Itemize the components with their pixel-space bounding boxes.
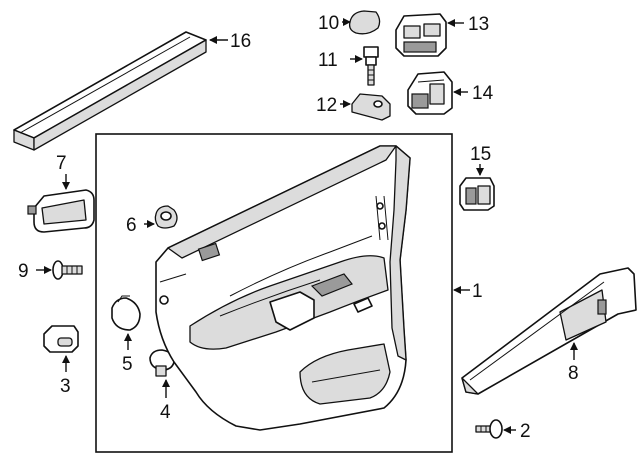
part-3-clip: [43, 325, 79, 372]
callout-2: 2: [520, 421, 531, 442]
part-5-cover: [111, 295, 141, 350]
callout-12: 12: [316, 95, 337, 116]
callout-16: 16: [230, 31, 251, 52]
callout-13: 13: [468, 14, 489, 35]
part-15-switch: [459, 164, 495, 211]
callout-8: 8: [568, 363, 579, 384]
part-1-door-trim-panel: [95, 133, 470, 453]
part-9-screw: [36, 260, 83, 280]
assembly-frame: [95, 133, 453, 453]
part-11-bolt: [350, 46, 379, 86]
callout-10: 10: [318, 13, 339, 34]
callout-11: 11: [318, 50, 338, 71]
part-7-handle-bezel: [27, 174, 95, 233]
callout-5: 5: [122, 354, 133, 375]
callout-15: 15: [470, 144, 491, 165]
callout-4: 4: [160, 402, 171, 423]
callout-1: 1: [472, 281, 483, 302]
part-8-trim-molding: [461, 267, 637, 395]
part-10-cap: [342, 10, 381, 35]
part-14-power-switch: [407, 71, 468, 115]
part-16-belt-molding: [13, 31, 228, 151]
callout-9: 9: [18, 261, 29, 282]
callout-6: 6: [126, 215, 137, 236]
callout-3: 3: [60, 376, 71, 397]
part-12-clip: [340, 93, 391, 121]
part-6-plug: [144, 205, 178, 229]
part-13-window-switch: [395, 13, 464, 57]
callout-7: 7: [56, 153, 67, 174]
part-2-screw: [475, 419, 516, 439]
callout-14: 14: [472, 83, 494, 104]
